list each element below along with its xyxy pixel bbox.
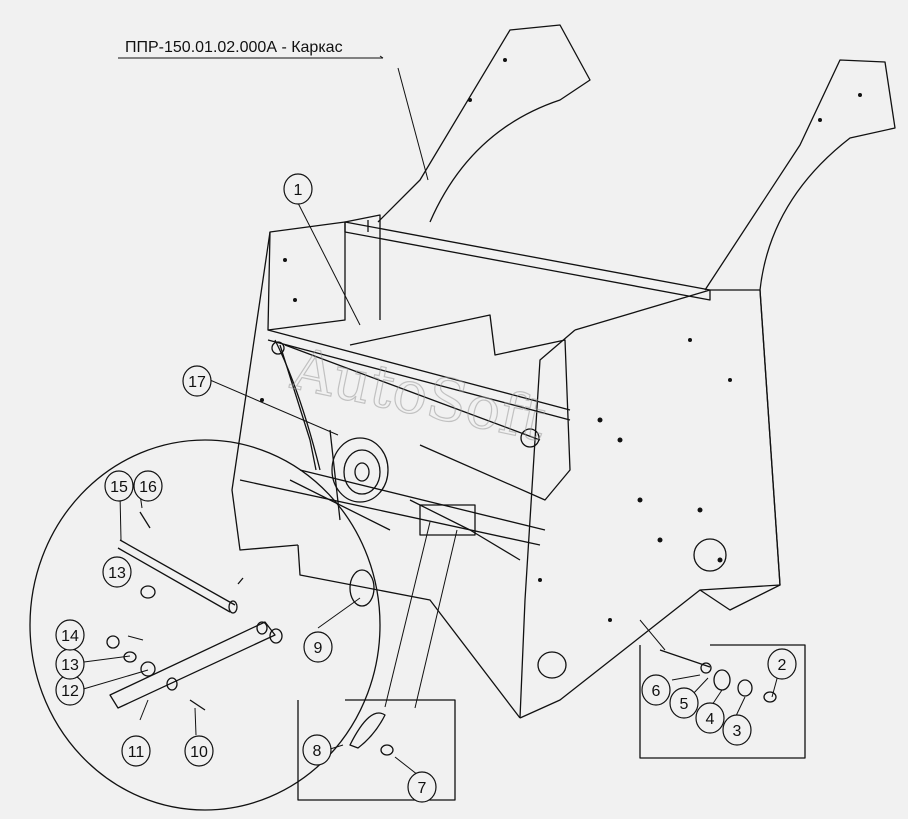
- callout-number: 11: [128, 744, 145, 761]
- callout-number: 16: [139, 479, 157, 496]
- callout-circle: [767, 648, 797, 680]
- detail-circle-shaft: [29, 439, 381, 811]
- callout-circle: [407, 771, 437, 803]
- callout-number: 8: [313, 743, 322, 760]
- pulley-assembly: [271, 339, 541, 561]
- assembly-title: ППР-150.01.02.000А - Каркас: [125, 39, 343, 56]
- detail-box-bolt: [639, 644, 806, 759]
- watermark-text: AutoSoft: [285, 334, 551, 454]
- callout-c10: 10: [184, 735, 214, 767]
- callout-number: 14: [61, 628, 79, 645]
- callout-number: 13: [108, 565, 126, 582]
- callout-circle: [669, 687, 699, 719]
- callout-c17: 17: [182, 365, 212, 397]
- callout-number: 10: [190, 744, 208, 761]
- callout-c6: 6: [641, 674, 671, 706]
- callout-circle: [303, 631, 333, 663]
- callout-number: 7: [418, 780, 427, 797]
- callout-circle: [102, 556, 132, 588]
- callout-c11: 11: [121, 735, 151, 767]
- callout-c16: 16: [133, 470, 163, 502]
- callout-circle: [184, 735, 214, 767]
- callout-c8: 8: [302, 734, 332, 766]
- detail-box-belt: [297, 569, 456, 801]
- callout-circle: [283, 173, 313, 205]
- callout-circle: [104, 470, 134, 502]
- callout-number: 12: [61, 683, 79, 700]
- callout-c3: 3: [722, 714, 752, 746]
- callout-circle: [722, 714, 752, 746]
- callout-number: 13: [61, 657, 79, 674]
- callout-circle: [695, 702, 725, 734]
- callout-number: 15: [110, 479, 128, 496]
- callout-c15: 15: [104, 470, 134, 502]
- callout-number: 2: [778, 657, 787, 674]
- callout-c5: 5: [669, 687, 699, 719]
- frame-body: [231, 24, 896, 719]
- callout-c14: 14: [55, 619, 85, 651]
- callout-circle: [121, 735, 151, 767]
- callout-number: 3: [733, 723, 742, 740]
- callout-number: 4: [706, 711, 715, 728]
- leader-lines: [79, 55, 779, 776]
- callout-number: 9: [314, 640, 323, 657]
- callout-c2: 2: [767, 648, 797, 680]
- callout-number: 17: [188, 374, 206, 391]
- frame-holes: [260, 58, 862, 622]
- callout-c7: 7: [407, 771, 437, 803]
- callout-circle: [182, 365, 212, 397]
- callout-circle: [133, 470, 163, 502]
- callout-c13a: 13: [102, 556, 132, 588]
- frame-large-holes: [537, 538, 727, 679]
- callout-circle: [641, 674, 671, 706]
- callout-number: 1: [294, 182, 303, 199]
- callout-circle: [55, 619, 85, 651]
- callout-number: 5: [680, 696, 689, 713]
- callout-c13b: 13: [55, 648, 85, 680]
- callout-c9: 9: [303, 631, 333, 663]
- callout-c4: 4: [695, 702, 725, 734]
- callout-c1: 1: [283, 173, 313, 205]
- callout-number: 6: [652, 683, 661, 700]
- callout-circle: [302, 734, 332, 766]
